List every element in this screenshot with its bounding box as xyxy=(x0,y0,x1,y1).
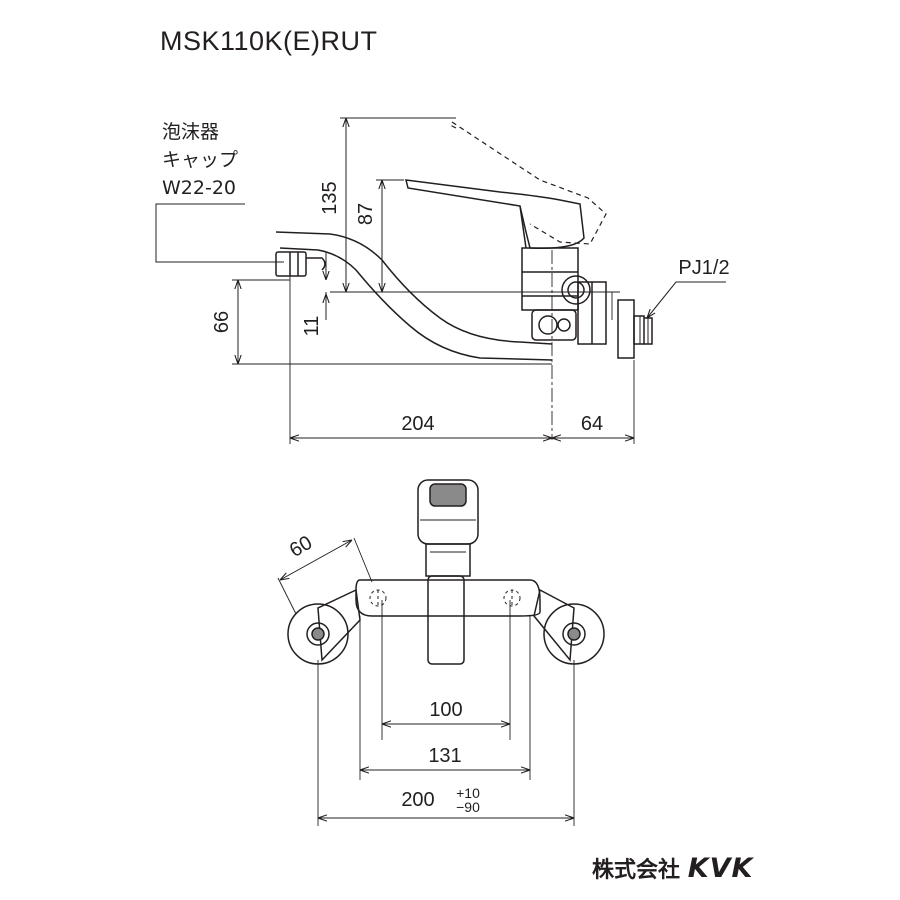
dim-overall-height: 135 xyxy=(319,181,341,214)
dim-middle-spacing: 131 xyxy=(428,745,461,767)
wall-fitting xyxy=(617,299,653,359)
brand-company: 株式会社 xyxy=(592,858,681,883)
aerator-label-line3: W22-20 xyxy=(162,177,236,199)
dim-body-height: 87 xyxy=(355,203,377,225)
dim-spout-drop: 11 xyxy=(301,316,323,337)
tolerance-plus: +10 xyxy=(456,785,480,801)
valve-body xyxy=(521,247,607,345)
brand-kvk: KVK xyxy=(687,853,754,884)
lever-raised-outline xyxy=(447,121,607,245)
lever-handle xyxy=(405,179,585,250)
side-view xyxy=(155,117,726,444)
front-body xyxy=(355,579,541,617)
dim-angle-offset: 60 xyxy=(286,532,316,562)
front-lever xyxy=(417,479,479,577)
aerator-leader-line xyxy=(155,203,284,263)
spout xyxy=(275,231,553,361)
connection-leader xyxy=(647,281,726,318)
front-view xyxy=(277,479,605,826)
dim-spout-reach: 204 xyxy=(401,413,434,435)
tolerance-minus: −90 xyxy=(456,799,480,815)
dim-spout-height: 66 xyxy=(211,311,233,333)
left-arm xyxy=(317,588,361,662)
right-arm xyxy=(533,588,575,662)
front-spout xyxy=(427,575,465,665)
connection-label: PJ1/2 xyxy=(678,257,729,279)
aerator-label-line2: キャップ xyxy=(162,149,239,171)
model-number: MSK110K(E)RUT xyxy=(160,26,378,56)
aerator-label-line1: 泡沫器 xyxy=(162,121,220,143)
dim-inner-spacing: 100 xyxy=(429,699,462,721)
brand-logo: 株式会社 KVK xyxy=(592,852,753,884)
aerator-tip xyxy=(275,251,307,277)
dim-wall-offset: 64 xyxy=(581,413,603,435)
dim-center-distance: 200 xyxy=(401,789,434,811)
